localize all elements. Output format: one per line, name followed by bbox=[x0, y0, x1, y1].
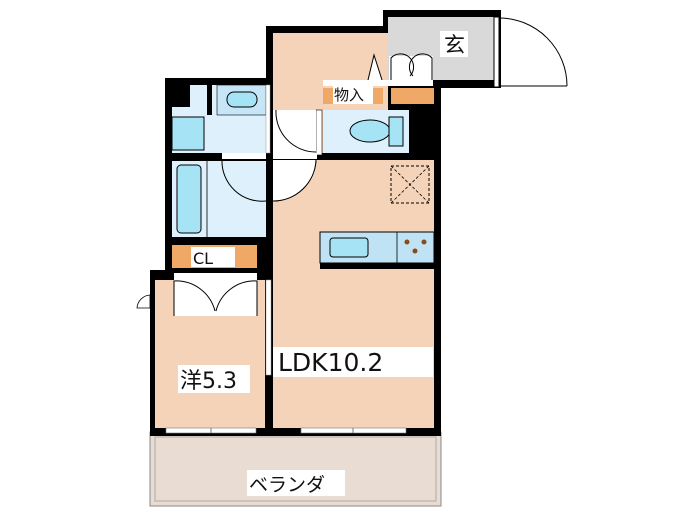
stove-icon bbox=[404, 239, 427, 254]
toilet-icon bbox=[349, 119, 391, 143]
closet-door-swing[interactable] bbox=[173, 280, 258, 316]
bathtub-icon bbox=[176, 164, 202, 234]
storage-label: 物入 bbox=[334, 86, 364, 104]
washing-machine-pan-icon bbox=[226, 91, 258, 108]
sink-icon bbox=[171, 116, 205, 151]
ldk-label: LDK10.2 bbox=[278, 348, 383, 377]
closet-label: CL bbox=[193, 249, 213, 268]
western-room-label: 洋5.3 bbox=[180, 369, 237, 394]
veranda-label: ベランダ bbox=[249, 474, 325, 496]
refrigerator-space bbox=[390, 165, 430, 204]
genkan-label: 玄 bbox=[444, 33, 465, 57]
kitchen-sink-icon bbox=[329, 237, 369, 258]
entrance-door-swing[interactable] bbox=[498, 17, 568, 87]
bath-door-swing[interactable] bbox=[221, 159, 267, 202]
ldk bbox=[273, 160, 434, 428]
toilet-door-swing[interactable] bbox=[275, 109, 317, 153]
